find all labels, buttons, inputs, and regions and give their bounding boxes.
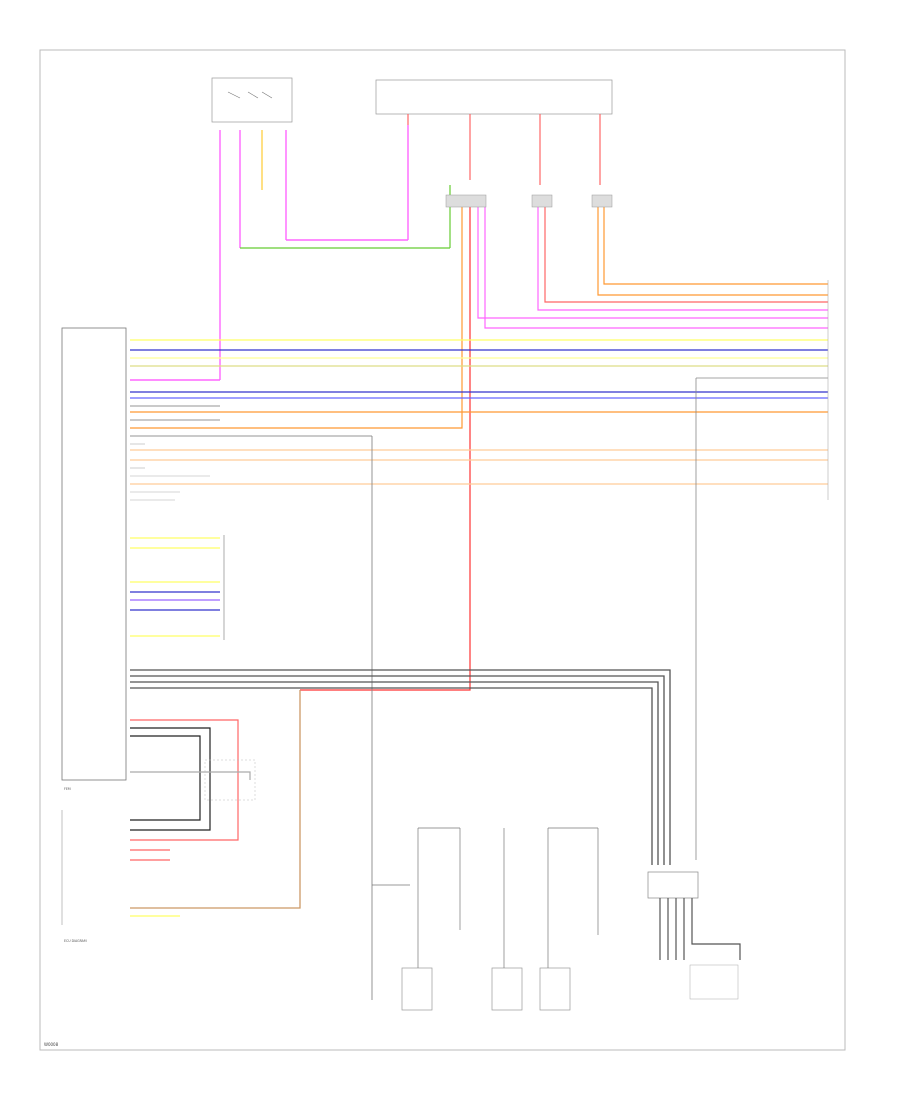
connector-group-middle [130,535,225,640]
sheet-id: W0008 [44,1042,59,1047]
relay-output-wires [130,205,828,691]
module-label: FEM [64,787,71,791]
right-vertical [695,377,828,860]
bottom-right-component [647,871,741,1000]
fem-module: FEM ECU DIAGRAM [61,327,127,943]
gray-cable [130,669,671,865]
tan-wire [130,690,301,909]
fem-bus-lines [130,339,828,1000]
lower-left-wires [130,719,251,917]
green-wire [240,185,451,249]
fem-pin-stubs [130,443,210,501]
dashed-box-lower-left [204,759,256,801]
bottom-components [372,827,599,1011]
pink-wires [130,125,409,381]
top-relay-box [375,79,613,115]
top-switch-component [211,77,293,123]
module-sub-label: ECU DIAGRAM [64,939,87,943]
diagram-frame [39,49,846,1051]
relay-verticals [407,114,601,185]
relay-connectors [445,194,613,208]
